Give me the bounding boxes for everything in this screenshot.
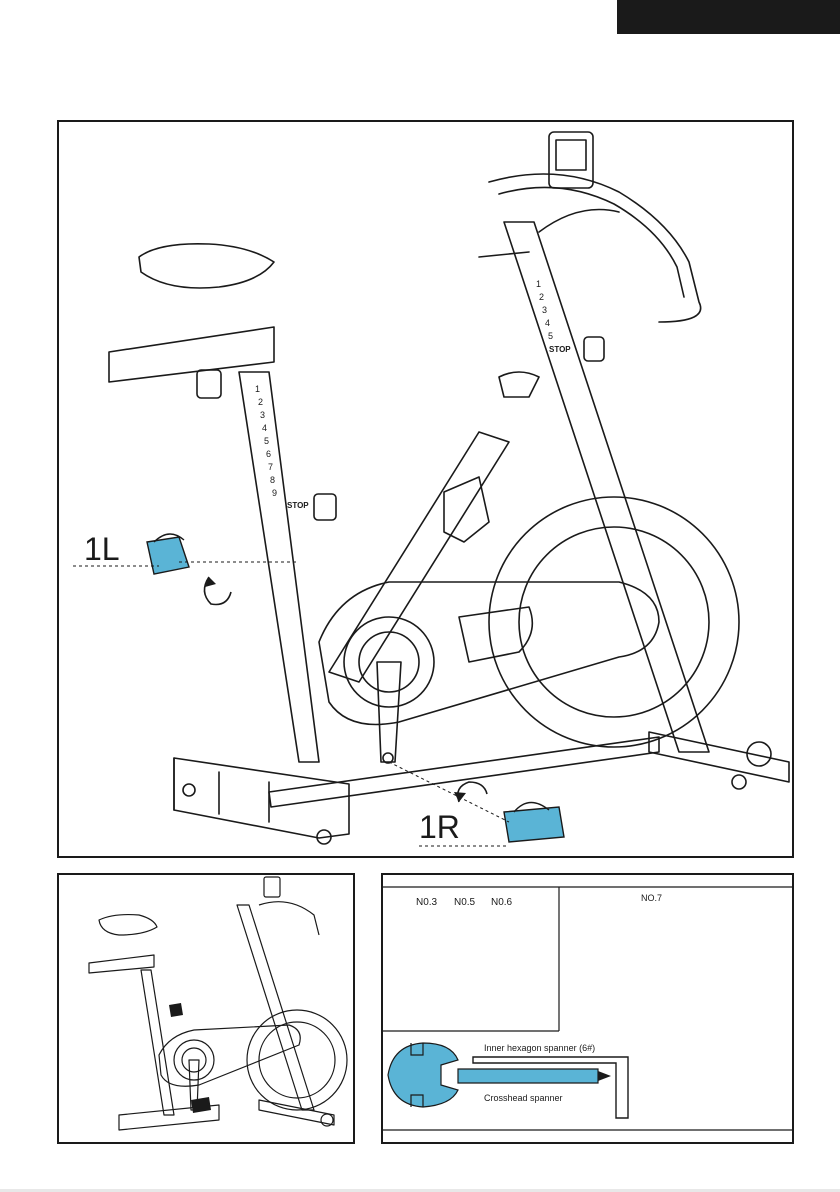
svg-text:STOP: STOP [549, 345, 571, 354]
part-label-no5: N0.5 [454, 897, 476, 908]
svg-text:3: 3 [542, 305, 547, 315]
svg-text:7: 7 [268, 462, 273, 472]
svg-text:8: 8 [270, 475, 275, 485]
crosshead-spanner-label: Crosshead spanner [484, 1093, 563, 1103]
svg-text:3: 3 [260, 410, 265, 420]
right-pedal-label: 1R [419, 809, 460, 845]
part-label-no3: N0.3 [416, 897, 438, 908]
left-pedal-label: 1L [84, 531, 120, 567]
pedal-assembly-diagram: 1 2 3 4 5 6 7 8 9 STOP 1 2 3 4 5 STOP [57, 120, 794, 858]
front-upright [504, 222, 709, 752]
part-label-no7: NO.7 [641, 893, 662, 903]
svg-text:4: 4 [262, 423, 267, 433]
flywheel [489, 497, 739, 747]
seat-post [239, 372, 319, 762]
right-pedal [389, 762, 564, 846]
svg-text:5: 5 [548, 331, 553, 341]
svg-text:5: 5 [264, 436, 269, 446]
svg-text:6: 6 [266, 449, 271, 459]
seat-height-scale: 1 2 3 4 5 6 7 8 9 STOP [255, 384, 309, 510]
stop-label: STOP [287, 501, 309, 510]
seat-slider [109, 327, 274, 382]
front-stabilizer [649, 732, 789, 782]
saddle [139, 244, 274, 288]
exercise-bike-illustration: 1 2 3 4 5 6 7 8 9 STOP 1 2 3 4 5 STOP [59, 122, 792, 856]
rotate-arrow-right [458, 782, 487, 802]
svg-text:9: 9 [272, 488, 277, 498]
tools-illustration: N0.3 N0.5 N0.6 NO.7 Inner hexagon spanne… [383, 875, 792, 1142]
svg-text:1: 1 [536, 279, 541, 289]
crank-arm [377, 662, 401, 762]
hex-spanner-label: Inner hexagon spanner (6#) [484, 1043, 595, 1053]
tools-parts-panel: N0.3 N0.5 N0.6 NO.7 Inner hexagon spanne… [381, 873, 794, 1144]
section-header-tab [617, 0, 840, 34]
part-label-no6: N0.6 [491, 897, 513, 908]
svg-text:1: 1 [255, 384, 260, 394]
assembled-bike-thumbnail [57, 873, 355, 1144]
inner-hexagon-spanner-icon [473, 1057, 628, 1118]
rear-stabilizer [174, 758, 349, 838]
svg-text:4: 4 [545, 318, 550, 328]
assembled-bike-illustration [59, 875, 353, 1142]
svg-text:2: 2 [258, 397, 263, 407]
svg-text:2: 2 [539, 292, 544, 302]
